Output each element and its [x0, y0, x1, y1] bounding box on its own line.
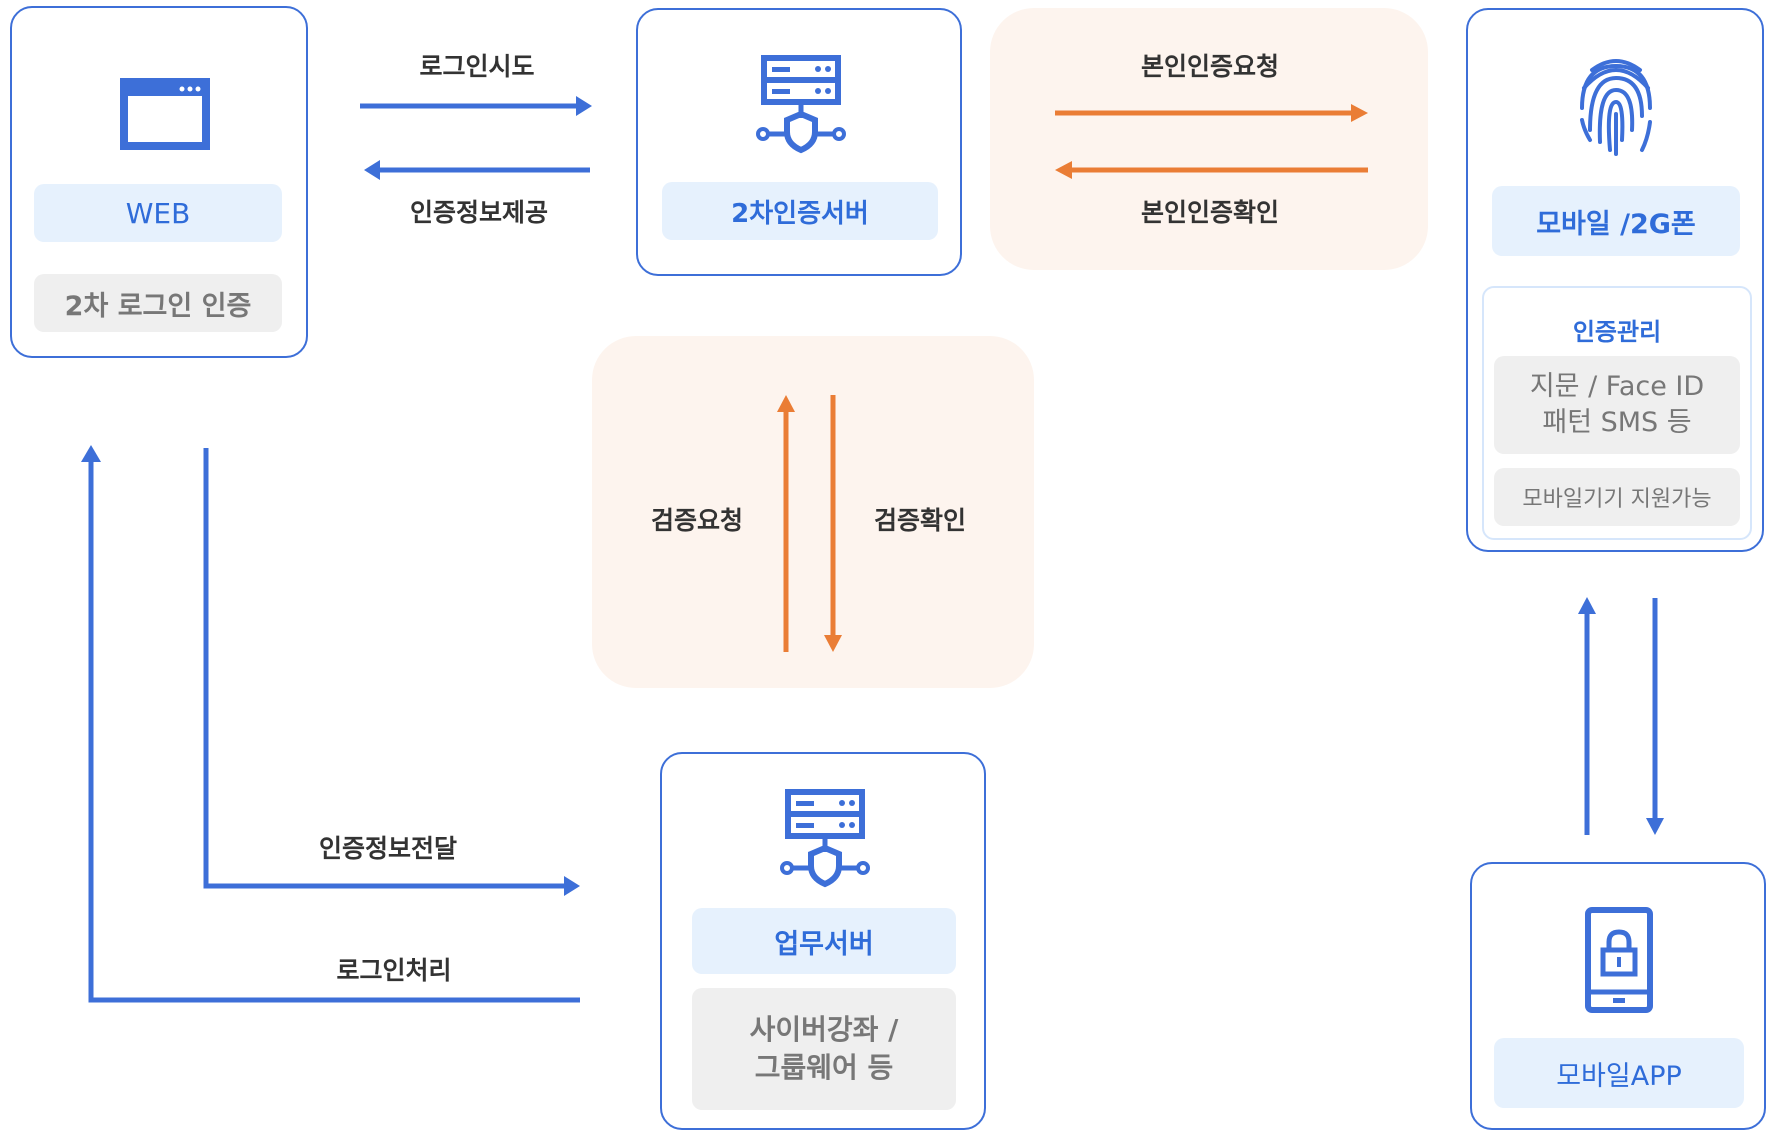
auth-methods-line1: 지문 / Face ID: [1529, 370, 1705, 402]
login-attempt-label: 로그인시도: [419, 52, 535, 81]
auth-info-provide-label: 인증정보제공: [409, 198, 549, 227]
identity-zone: [990, 8, 1428, 270]
verify-confirm-arrow: [824, 395, 842, 652]
mobile-app-title: 모바일APP: [1494, 1038, 1744, 1108]
fingerprint-icon: [1580, 59, 1652, 156]
auth-methods: 지문 / Face ID 패턴 SMS 등: [1494, 356, 1740, 454]
biz-server-desc: 사이버강좌 / 그룹웨어 등: [692, 988, 956, 1110]
mobile-to-app-arrow: [1646, 598, 1664, 835]
mobile-title: 모바일 /2G폰: [1492, 186, 1740, 256]
biz-server-box: 업무서버 사이버강좌 / 그룹웨어 등: [660, 752, 986, 1130]
server-shield-icon: [780, 789, 870, 888]
web-box: WEB 2차 로그인 인증: [10, 6, 308, 358]
auth-server-box: 2차인증서버: [636, 8, 962, 276]
biz-server-desc-line2: 그룹웨어 등: [754, 1051, 894, 1084]
server-shield-icon: [756, 55, 846, 154]
web-subtitle: 2차 로그인 인증: [34, 274, 282, 332]
app-to-mobile-arrow: [1578, 597, 1596, 835]
identity-confirm-arrow: [1055, 161, 1368, 179]
auth-info-deliver-label: 인증정보전달: [318, 834, 458, 863]
mobile-support: 모바일기기 지원가능: [1494, 468, 1740, 526]
auth-info-provide-arrow: [364, 160, 590, 180]
identity-request-label: 본인인증요청: [1140, 52, 1280, 81]
login-attempt-arrow: [360, 96, 592, 116]
biz-server-desc-line1: 사이버강좌 /: [749, 1013, 899, 1047]
phone-lock-icon: [1585, 907, 1653, 1013]
mobile-app-box: 모바일APP: [1470, 862, 1766, 1130]
biz-server-title: 업무서버: [692, 908, 956, 974]
identity-request-arrow: [1055, 104, 1368, 122]
auth-management-title: 인증관리: [1572, 318, 1662, 346]
verify-zone: [592, 336, 1034, 688]
browser-window-icon: [120, 78, 210, 150]
auth-info-deliver-arrow: [203, 448, 580, 896]
verify-request-arrow: [777, 395, 795, 652]
mobile-box: 모바일 /2G폰 인증관리 지문 / Face ID 패턴 SMS 등 모바일기…: [1466, 8, 1764, 552]
auth-management-panel: 인증관리 지문 / Face ID 패턴 SMS 등 모바일기기 지원가능: [1482, 286, 1752, 540]
web-title: WEB: [34, 184, 282, 242]
verify-confirm-label: 검증확인: [873, 506, 967, 535]
verify-request-label: 검증요청: [650, 506, 744, 535]
auth-methods-line2: 패턴 SMS 등: [1542, 407, 1692, 438]
login-process-label: 로그인처리: [336, 956, 452, 985]
auth-server-title: 2차인증서버: [662, 182, 938, 240]
login-process-arrow: [81, 445, 580, 1003]
identity-confirm-label: 본인인증확인: [1140, 198, 1280, 227]
